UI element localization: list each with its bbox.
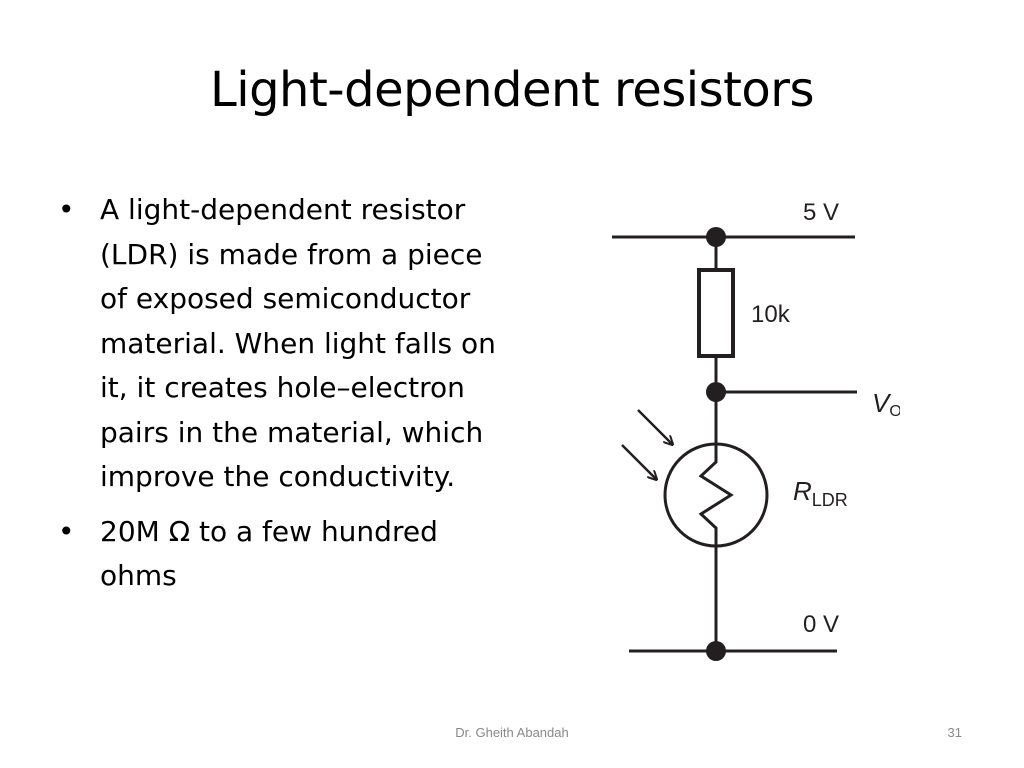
page-number: 31 [947, 725, 962, 740]
bullet-item: • A light-dependent resistor (LDR) is ma… [58, 188, 503, 500]
ground-node [706, 641, 726, 661]
ldr-label-sub: LDR [812, 490, 848, 510]
resistor-label: 10k [751, 301, 791, 328]
ldr-voltage-divider-circuit: 5 V 10k VO RLDR 0 V [612, 199, 900, 661]
light-arrow-icon [637, 409, 672, 444]
bullet-text: A light-dependent resistor (LDR) is made… [100, 193, 496, 493]
ldr-zigzag [698, 444, 734, 546]
footer-author: Dr. Gheith Abandah [455, 725, 569, 740]
supply-label: 5 V [803, 199, 839, 226]
ldr-label: RLDR [793, 476, 848, 510]
output-label-main: V [872, 388, 892, 418]
ldr-label-main: R [793, 476, 812, 506]
slide-title: Light-dependent resistors [209, 62, 815, 118]
output-label-sub: O [889, 403, 900, 420]
bullet-glyph: • [58, 514, 75, 548]
ground-label: 0 V [803, 611, 839, 638]
bullet-item: • 20M Ω to a few hundred ohms [58, 510, 503, 599]
output-label: VO [872, 388, 900, 420]
resistor-10k [697, 268, 735, 358]
bullet-glyph: • [58, 193, 75, 226]
bullet-text: 20M Ω to a few hundred ohms [100, 514, 438, 593]
bullet-list: • A light-dependent resistor (LDR) is ma… [58, 188, 503, 609]
light-arrow-icon [621, 444, 656, 479]
